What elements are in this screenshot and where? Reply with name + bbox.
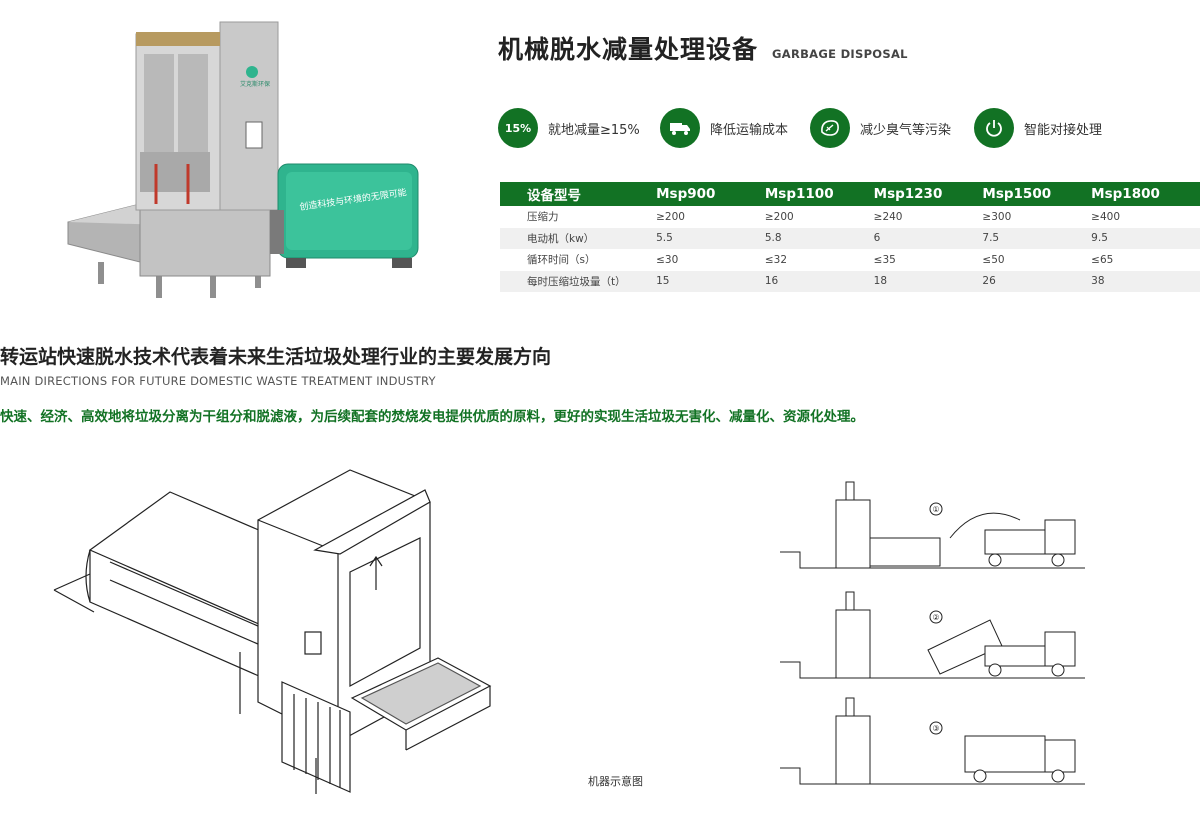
workflow-step-2: ②	[780, 591, 1085, 679]
spec-cell: ≥300	[982, 210, 1012, 223]
spec-cell: 16	[764, 270, 874, 292]
spec-header: Msp900	[656, 182, 765, 206]
spec-header: Msp1800	[1091, 182, 1200, 206]
spec-cell: ≤30	[656, 253, 679, 266]
spec-cell: ≥240	[873, 210, 903, 223]
feature-reduction: 15% 就地减量≥15%	[498, 108, 640, 148]
power-icon	[974, 108, 1014, 148]
feature-transport: 降低运输成本	[660, 108, 788, 148]
spec-cell: 电动机（kw）	[500, 227, 657, 249]
spec-cell: ≥400	[1091, 210, 1121, 223]
spec-header: Msp1230	[873, 182, 983, 206]
product-title-en: GARBAGE DISPOSAL	[772, 47, 908, 61]
workflow-step-3: ③	[780, 697, 1085, 785]
table-row: 每时压缩垃圾量（t） 15 16 18 26 38	[500, 270, 1200, 292]
spec-cell: 5.5	[656, 227, 765, 249]
feature-label: 智能对接处理	[1024, 122, 1103, 138]
table-row: 压缩力 ≥200 ≥200 ≥240 ≥300 ≥400	[500, 206, 1200, 228]
step-number: ③	[932, 724, 939, 733]
section-headline: 转运站快速脱水技术代表着未来生活垃圾处理行业的主要发展方向	[0, 346, 552, 368]
spec-header: Msp1500	[982, 182, 1092, 206]
section-description: 快速、经济、高效地将垃圾分离为干组分和脱滤液，为后续配套的焚烧发电提供优质的原料…	[0, 409, 864, 425]
machine-diagram	[53, 469, 492, 794]
spec-cell: ≤32	[764, 253, 788, 266]
product-title-cn: 机械脱水减量处理设备	[498, 35, 759, 64]
table-row: 电动机（kw） 5.5 5.8 6 7.5 9.5	[500, 227, 1200, 249]
spec-cell: ≤35	[873, 253, 896, 266]
spec-cell: ≥200	[656, 210, 685, 223]
spec-header: 设备型号	[500, 182, 657, 206]
feature-label: 就地减量≥15%	[548, 122, 640, 138]
spec-cell: 压缩力	[527, 211, 559, 224]
feature-pollution: 减少臭气等污染	[810, 108, 951, 148]
spec-cell: 6	[873, 227, 983, 249]
spec-header-row: 设备型号 Msp900 Msp1100 Msp1230 Msp1500 Msp1…	[500, 182, 1200, 206]
table-row: 循环时间（s） ≤30 ≤32 ≤35 ≤50 ≤65	[500, 249, 1200, 271]
spec-cell: 5.8	[764, 227, 874, 249]
spec-cell: 38	[1091, 270, 1200, 292]
section-subline: MAIN DIRECTIONS FOR FUTURE DOMESTIC WAST…	[0, 374, 436, 388]
spec-cell: 18	[873, 270, 983, 292]
diagram-caption: 机器示意图	[588, 775, 643, 788]
feature-label: 降低运输成本	[710, 122, 789, 138]
leaf-recycle-icon	[810, 108, 850, 148]
spec-cell: ≤50	[982, 253, 1005, 266]
feature-smart: 智能对接处理	[974, 108, 1102, 148]
truck-icon	[660, 108, 700, 148]
spec-cell: ≤65	[1091, 253, 1114, 266]
machine-photo: 艾克斯环保 创造科技与环境的无限可能	[67, 21, 419, 298]
machine-logo-text: 艾克斯环保	[240, 80, 270, 88]
spec-cell: 循环时间（s）	[527, 254, 596, 267]
spec-cell: 7.5	[982, 227, 1092, 249]
percent-badge: 15%	[498, 108, 538, 148]
spec-table: 设备型号 Msp900 Msp1100 Msp1230 Msp1500 Msp1…	[500, 182, 1200, 292]
spec-cell: 9.5	[1091, 227, 1200, 249]
spec-header: Msp1100	[764, 182, 874, 206]
spec-cell: 26	[982, 270, 1092, 292]
workflow-step-1: ①	[780, 481, 1085, 569]
product-title: 机械脱水减量处理设备 GARBAGE DISPOSAL	[498, 30, 908, 66]
step-number: ②	[932, 613, 939, 622]
step-number: ①	[932, 505, 939, 514]
spec-cell: ≥200	[764, 210, 794, 223]
spec-cell: 15	[656, 270, 765, 292]
spec-cell: 每时压缩垃圾量（t）	[500, 270, 657, 292]
feature-list: 15% 就地减量≥15% 降低运输成本 减少臭气等污染 智能对接处理	[498, 108, 1200, 148]
feature-label: 减少臭气等污染	[860, 122, 952, 138]
